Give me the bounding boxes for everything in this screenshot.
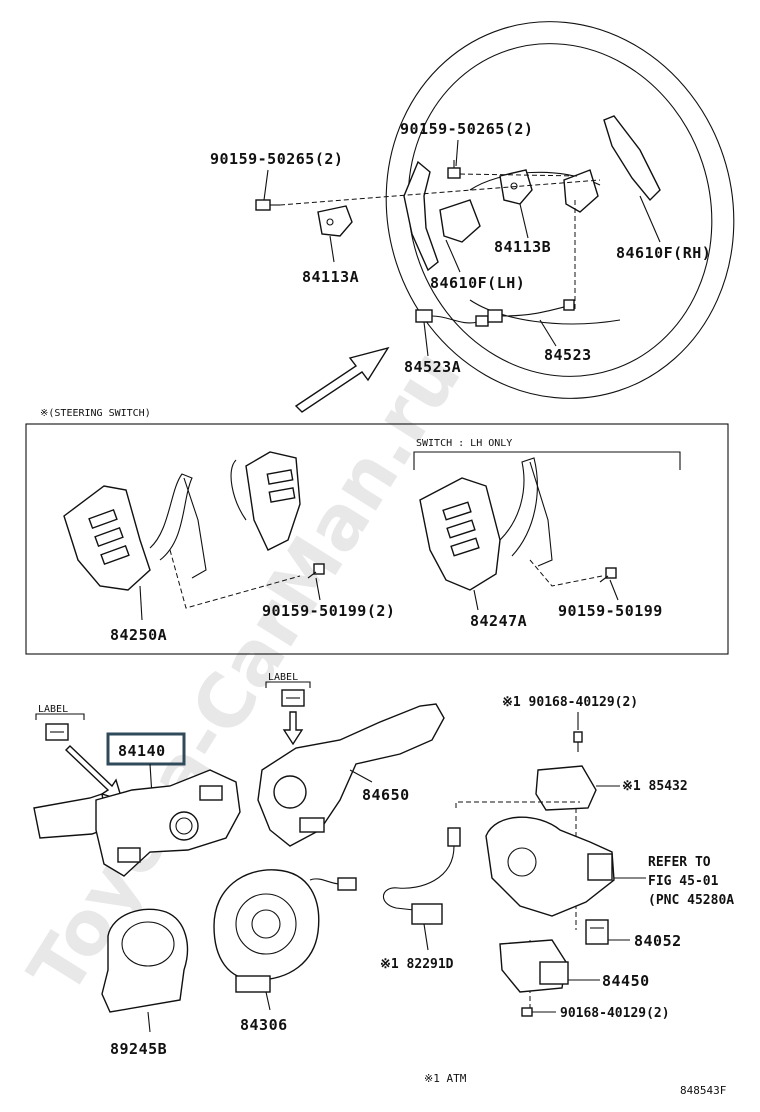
label-refer-1: REFER TO xyxy=(648,855,711,870)
label-refer-2: FIG 45-01 xyxy=(648,874,719,889)
label-84610f-lh: 84610F(LH) xyxy=(430,274,525,292)
label-84052: 84052 xyxy=(634,932,682,950)
steering-wheel-group: 90159-50265(2) 90159-50265(2) 84113A 841… xyxy=(210,21,735,413)
label-bolt-bottom: 90168-40129(2) xyxy=(560,1006,670,1021)
footnote: ※1 ATM xyxy=(424,1072,467,1085)
label-84650: 84650 xyxy=(362,786,410,804)
connector-84523-icon xyxy=(487,309,503,323)
connector-82291d-icon xyxy=(411,903,443,925)
column-parts-group: LABEL 84140 LABEL 84650 xyxy=(33,672,734,1058)
label-90159-50199: 90159-50199 xyxy=(558,602,663,620)
label-90159-50199-2: 90159-50199(2) xyxy=(262,602,395,620)
wiper-switch-84650-shape xyxy=(257,703,445,847)
box-title: ※(STEERING SWITCH) xyxy=(40,408,151,419)
bolt-top-icon xyxy=(573,731,583,752)
bolt-left-icon xyxy=(255,199,280,211)
spiral-cable-84306-shape xyxy=(213,869,320,981)
figure-id: 848543F xyxy=(680,1084,726,1097)
label-84113b: 84113B xyxy=(494,238,551,256)
bolt-90159-50199-right-icon xyxy=(599,567,617,583)
label-82291d: ※1 82291D xyxy=(380,957,454,972)
label-bolt-90159-50265-left: 90159-50265(2) xyxy=(210,150,343,168)
steering-wheel-rim-inner xyxy=(407,43,713,377)
bracket-84113a-shape xyxy=(317,205,353,237)
bolt-90159-50199-left-icon xyxy=(307,563,325,579)
label-refer-3: (PNC 45280A xyxy=(648,893,734,908)
part-84052-shape xyxy=(585,919,609,945)
bolt-right-icon xyxy=(447,160,461,179)
label-84610f-rh: 84610F(RH) xyxy=(616,244,711,262)
paddle-lh-shape xyxy=(403,160,439,272)
highlight-84140-box xyxy=(106,732,186,766)
switch-note: SWITCH : LH ONLY xyxy=(416,438,512,449)
ignition-housing-shape xyxy=(485,816,615,917)
steering-wheel-rim-outer xyxy=(385,21,735,399)
label-84247a: 84247A xyxy=(470,612,527,630)
label-bolt-90159-50265-right: 90159-50265(2) xyxy=(400,120,533,138)
bolt-bottom-icon xyxy=(521,1007,533,1017)
paddle-rh-shape xyxy=(603,115,661,202)
connector-84523a-icon xyxy=(415,309,433,323)
sensor-89245b-shape xyxy=(101,908,189,1013)
label-84140: 84140 xyxy=(118,742,166,760)
lock-unit-85432-shape xyxy=(535,765,597,811)
label-84450: 84450 xyxy=(602,972,650,990)
label-84523a: 84523A xyxy=(404,358,461,376)
label-tag-right-text: LABEL xyxy=(268,672,298,683)
label-84250a: 84250A xyxy=(110,626,167,644)
label-tag-left-text: LABEL xyxy=(38,704,68,715)
label-84306: 84306 xyxy=(240,1016,288,1034)
label-85432: ※1 85432 xyxy=(622,779,688,794)
label-84523: 84523 xyxy=(544,346,592,364)
arrow-label-right-icon xyxy=(282,711,304,746)
view-arrow-icon xyxy=(294,346,390,413)
label-bolt-top: ※1 90168-40129(2) xyxy=(502,695,638,710)
arrow-label-left-icon xyxy=(64,745,124,802)
label-89245b: 89245B xyxy=(110,1040,167,1058)
steering-switch-box: ※(STEERING SWITCH) SWITCH : LH ONLY xyxy=(25,408,729,655)
label-84113a: 84113A xyxy=(302,268,359,286)
